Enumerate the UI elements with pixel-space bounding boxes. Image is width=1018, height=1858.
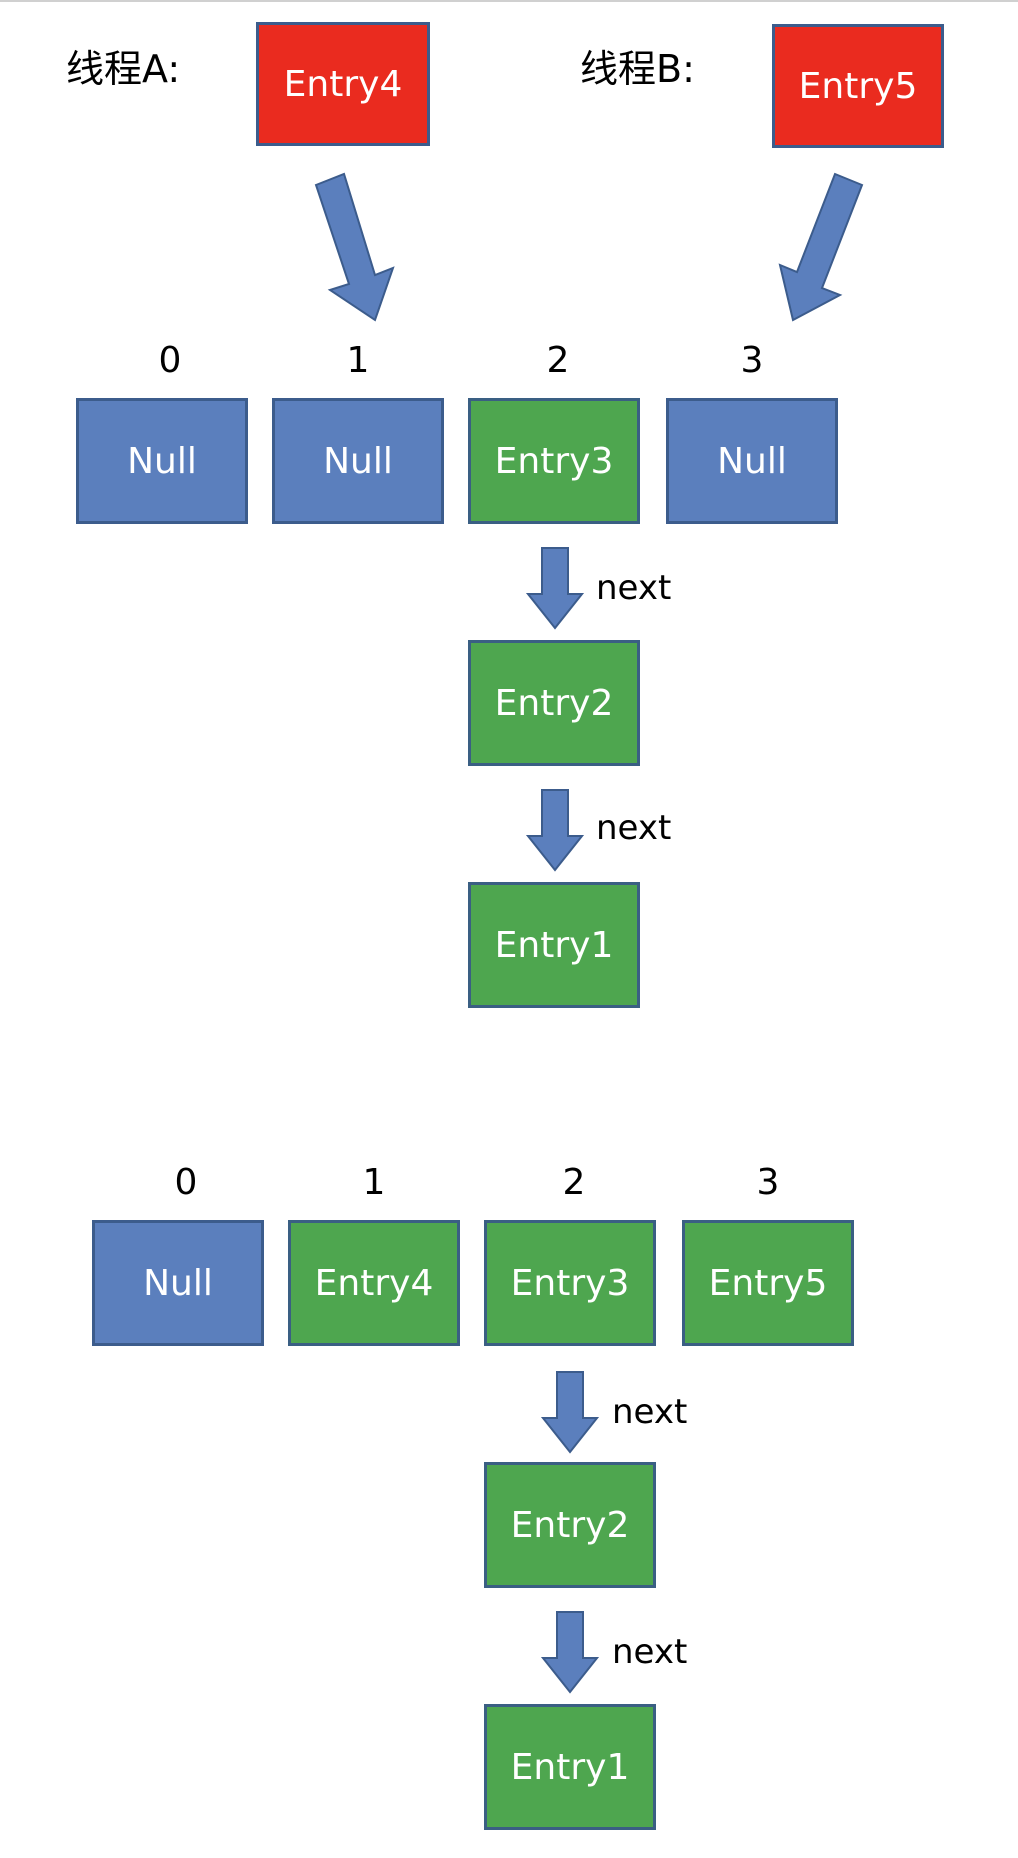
- before-index-0: 0: [158, 340, 182, 381]
- before-bucket-0-label: Null: [127, 440, 197, 482]
- after-index-1: 1: [362, 1162, 386, 1203]
- thread-b-entry-label: Entry5: [798, 65, 918, 107]
- before-chain-entry-1-label: Entry2: [494, 682, 614, 724]
- before-next-label-1: next: [596, 568, 672, 608]
- thread-a-entry-label: Entry4: [283, 63, 403, 105]
- after-bucket-3-label: Entry5: [708, 1262, 828, 1304]
- after-bucket-1-label: Entry4: [314, 1262, 434, 1304]
- thread-a-arrow: [314, 172, 395, 322]
- before-bucket-3: Null: [666, 398, 838, 524]
- after-index-2: 2: [562, 1162, 586, 1203]
- thread-b-entry: Entry5: [772, 24, 944, 148]
- before-bucket-2-label: Entry3: [494, 440, 614, 482]
- after-chain-entry-2: Entry1: [484, 1704, 656, 1830]
- before-index-1: 1: [346, 340, 370, 381]
- before-chain-entry-2-label: Entry1: [494, 924, 614, 966]
- before-next-label-2: next: [596, 808, 672, 848]
- before-index-2: 2: [546, 340, 570, 381]
- after-chain-entry-2-label: Entry1: [510, 1746, 630, 1788]
- before-bucket-1-label: Null: [323, 440, 393, 482]
- after-index-0: 0: [174, 1162, 198, 1203]
- before-bucket-2: Entry3: [468, 398, 640, 524]
- after-chain-entry-1-label: Entry2: [510, 1504, 630, 1546]
- next-arrow-4: [540, 1611, 600, 1694]
- after-next-label-1: next: [612, 1392, 688, 1432]
- thread-a-entry: Entry4: [256, 22, 430, 146]
- after-bucket-2: Entry3: [484, 1220, 656, 1346]
- before-chain-entry-2: Entry1: [468, 882, 640, 1008]
- before-bucket-3-label: Null: [717, 440, 787, 482]
- before-bucket-0: Null: [76, 398, 248, 524]
- next-arrow-2: [525, 789, 585, 872]
- top-divider: [0, 0, 1018, 2]
- after-next-label-2: next: [612, 1632, 688, 1672]
- next-arrow-1: [525, 547, 585, 630]
- before-chain-entry-1: Entry2: [468, 640, 640, 766]
- thread-b-arrow: [778, 172, 864, 322]
- thread-a-label: 线程A:: [66, 47, 181, 91]
- thread-b-label: 线程B:: [580, 47, 695, 91]
- after-bucket-2-label: Entry3: [510, 1262, 630, 1304]
- after-index-3: 3: [756, 1162, 780, 1203]
- after-chain-entry-1: Entry2: [484, 1462, 656, 1588]
- after-bucket-3: Entry5: [682, 1220, 854, 1346]
- after-bucket-0: Null: [92, 1220, 264, 1346]
- before-bucket-1: Null: [272, 398, 444, 524]
- after-bucket-0-label: Null: [143, 1262, 213, 1304]
- next-arrow-3: [540, 1371, 600, 1454]
- after-bucket-1: Entry4: [288, 1220, 460, 1346]
- before-index-3: 3: [740, 340, 764, 381]
